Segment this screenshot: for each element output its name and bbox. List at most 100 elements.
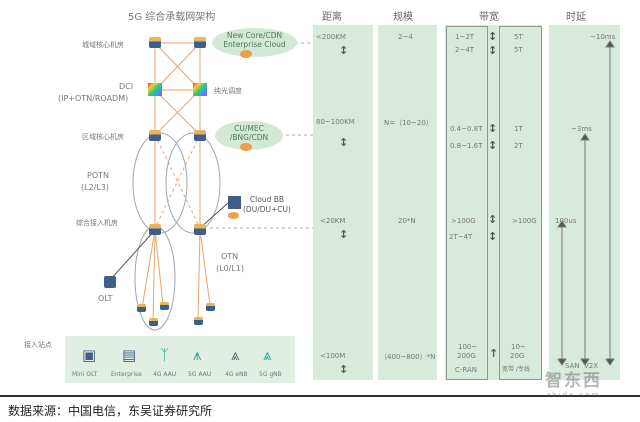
device-label: Mini OLT: [72, 371, 98, 378]
watermark-logo: 智东西: [545, 371, 602, 391]
bandwidth-value: 10~: [511, 343, 526, 351]
cloud-label: /BNG/CDN: [229, 133, 269, 142]
router-node: [194, 130, 206, 141]
device-label: Enterprise: [111, 371, 142, 378]
latency-arrows: [557, 40, 615, 366]
router-node: [149, 224, 161, 235]
double-arrow-icon: ↕: [488, 122, 498, 135]
bandwidth-label: C-RAN: [455, 366, 478, 374]
device-label: 5G gNB: [259, 371, 282, 378]
double-arrow-icon: ↕: [488, 30, 498, 43]
bandwidth-right-box: [499, 26, 542, 380]
latency-value: 100us: [555, 217, 577, 225]
layer-label: 纯光调度: [214, 87, 242, 95]
distance-column: [313, 25, 373, 380]
cloud-label: Enterprise Cloud: [223, 40, 286, 49]
regional-cloud-node-icon: [240, 143, 252, 151]
layer-label: 区域核心机房: [82, 133, 124, 141]
bandwidth-left-box: [446, 26, 488, 380]
layer-label: 城域核心机房: [82, 41, 124, 49]
double-arrow-icon: ↕: [488, 230, 498, 243]
double-arrow-icon: ↕: [339, 136, 349, 149]
4g-aau-icon: ᛉ: [160, 346, 170, 364]
device-label: 4G eNB: [225, 371, 248, 378]
scale-value: （400~800）*N: [380, 353, 436, 361]
source-note: 数据来源：中国电信，东吴证券研究所: [8, 404, 213, 418]
router-node: [137, 304, 146, 312]
cloud-bb-label: Cloud BB(DU/DU+CU): [243, 195, 291, 215]
bandwidth-value: 1T: [514, 125, 523, 133]
distance-value: <100M: [320, 352, 346, 360]
device-label: 5G AAU: [188, 371, 212, 378]
double-arrow-icon: ↕: [339, 44, 349, 57]
cloud-bb-node-icon: [228, 212, 239, 219]
core-cloud-node-icon: [240, 50, 252, 58]
router-node: [160, 302, 169, 310]
bandwidth-column: [445, 25, 542, 380]
bandwidth-value: 2~4T: [455, 46, 475, 54]
layer-label: (L0/L1): [216, 264, 245, 273]
bandwidth-value: 20G: [510, 352, 525, 360]
bandwidth-value: 5T: [514, 46, 523, 54]
bandwidth-value: >100G: [512, 217, 537, 225]
cloud-bb-sub: (DU/DU+CU): [243, 205, 291, 214]
enterprise-icon: ▤: [122, 346, 137, 364]
header-bandwidth: 带宽: [479, 12, 499, 23]
device-label: 4G AAU: [153, 371, 177, 378]
layer-label: POTN: [87, 171, 109, 180]
layer-label: (IP+OTN/ROADM): [58, 94, 129, 103]
4g-enb-icon: ⩓: [231, 346, 240, 364]
layer-label: 综合接入机房: [76, 219, 118, 227]
distance-value: 80~100KM: [316, 118, 355, 126]
header-latency: 时延: [566, 12, 586, 23]
double-arrow-icon: ↕: [339, 363, 349, 376]
double-arrow-icon: ↕: [488, 213, 498, 226]
header-scale: 规模: [393, 12, 413, 23]
scale-value: 20*N: [398, 217, 416, 225]
5g-gnb-icon: ⩓: [263, 346, 272, 364]
optical-switch-node: [193, 83, 207, 96]
layer-label: (L2/L3): [81, 183, 110, 192]
mini-olt-icon: ▣: [82, 346, 97, 364]
cloud-bb-server-icon: [228, 196, 241, 209]
bandwidth-value: 5T: [514, 33, 523, 41]
latency-label: SAN: [565, 362, 580, 370]
bandwidth-value: 2T: [514, 142, 523, 150]
bandwidth-value: 2T~4T: [449, 233, 473, 241]
divider: [0, 395, 640, 397]
scale-value: 2~4: [398, 33, 413, 41]
access-site-panel: [65, 336, 295, 383]
latency-value: ~10ms: [590, 33, 616, 41]
router-node: [149, 318, 158, 326]
cloud-label: CU/MEC: [234, 124, 264, 133]
double-arrow-icon: ↕: [339, 228, 349, 241]
layer-label: 接入站点: [24, 341, 52, 349]
latency-value: ~3ms: [571, 125, 592, 133]
router-node: [194, 224, 206, 235]
olt-icon: [104, 276, 116, 288]
bandwidth-value: 100~: [458, 343, 478, 351]
bandwidth-value: 0.8~1.6T: [450, 142, 483, 150]
bandwidth-value: 200G: [457, 352, 476, 360]
distance-value: <200KM: [316, 33, 346, 41]
up-arrow-icon: ↑: [489, 347, 499, 360]
router-node: [206, 303, 215, 311]
header-distance: 距离: [322, 12, 342, 23]
layer-label: OTN: [221, 252, 239, 261]
double-arrow-icon: ↕: [488, 44, 498, 57]
layer-label: DCI: [119, 82, 134, 91]
diagram-title: 5G 综合承载网架构: [128, 12, 216, 23]
layer-label: OLT: [98, 294, 113, 303]
bandwidth-value: 0.4~0.8T: [450, 125, 483, 133]
latency-label: V2X: [584, 362, 599, 370]
distance-value: <20KM: [320, 217, 346, 225]
scale-value: N=（10~20）: [384, 119, 433, 127]
router-node: [194, 37, 206, 48]
router-node: [149, 37, 161, 48]
5g-aau-icon: ⩚: [193, 346, 202, 364]
bandwidth-value: >100G: [451, 217, 476, 225]
optical-switch-node: [148, 83, 162, 96]
bandwidth-label: 宽带 /专线: [502, 366, 530, 373]
cloud-bb-title: Cloud BB: [249, 195, 285, 204]
